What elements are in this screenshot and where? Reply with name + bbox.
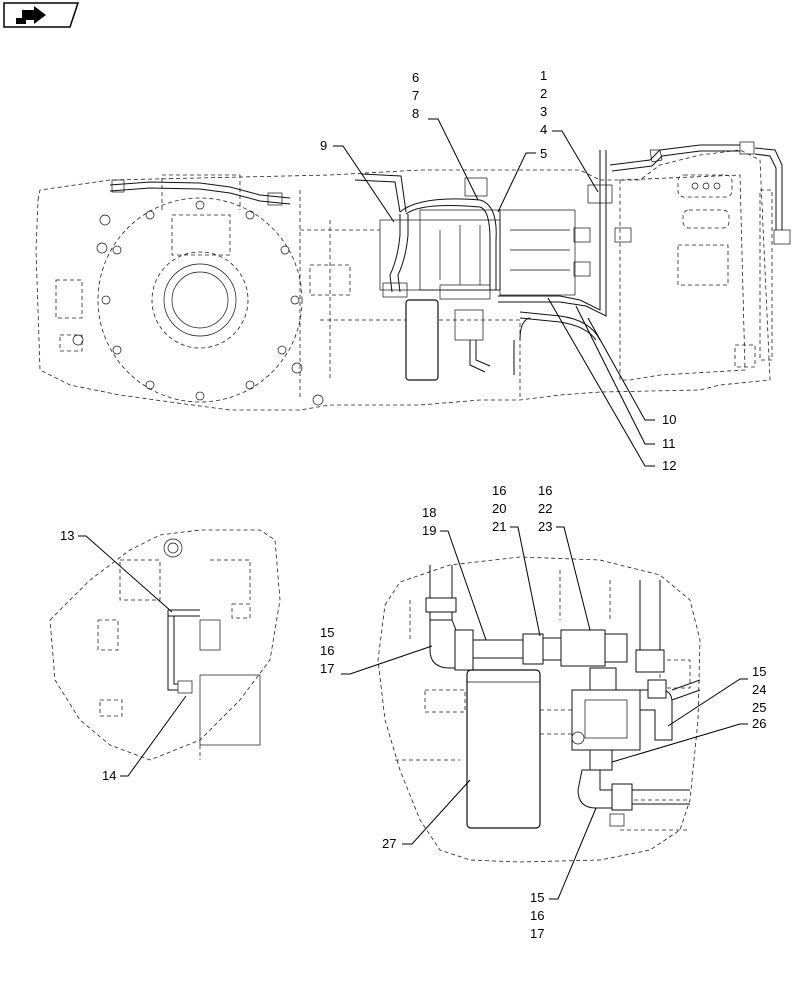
callout-15b: 15 xyxy=(752,664,766,679)
callout-8: 8 xyxy=(412,106,419,121)
callout-10: 10 xyxy=(662,412,676,427)
callout-7: 7 xyxy=(412,88,419,103)
callout-6: 6 xyxy=(412,70,419,85)
callout-17b: 17 xyxy=(530,926,544,941)
callout-16c: 16 xyxy=(320,643,334,658)
callout-12: 12 xyxy=(662,458,676,473)
callout-20: 20 xyxy=(492,501,506,516)
callout-14: 14 xyxy=(102,768,116,783)
callout-9: 9 xyxy=(320,138,327,153)
callout-23: 23 xyxy=(538,519,552,534)
callout-22: 22 xyxy=(538,501,552,516)
callout-24: 24 xyxy=(752,682,766,697)
callout-19: 19 xyxy=(422,523,436,538)
callout-2: 2 xyxy=(540,86,547,101)
callout-16b: 16 xyxy=(538,483,552,498)
oil-filter-detail xyxy=(466,669,541,829)
callout-25: 25 xyxy=(752,700,766,715)
callout-4: 4 xyxy=(540,122,547,137)
callout-26: 26 xyxy=(752,716,766,731)
detail-view-right xyxy=(377,556,701,863)
transmission-main-view xyxy=(35,141,791,411)
callout-27: 27 xyxy=(382,836,396,851)
flange-bolts xyxy=(72,200,324,406)
detail-view-left xyxy=(49,529,281,761)
oil-filter-main xyxy=(405,299,439,381)
callout-11: 11 xyxy=(662,436,676,451)
callout-21: 21 xyxy=(492,519,506,534)
callout-16a: 16 xyxy=(492,483,506,498)
callout-3: 3 xyxy=(540,104,547,119)
callout-15c: 15 xyxy=(530,890,544,905)
callouts: 6 7 8 1 2 3 4 5 9 10 11 12 13 14 16 20 2… xyxy=(60,68,766,941)
callout-18: 18 xyxy=(422,505,436,520)
callout-15a: 15 xyxy=(320,625,334,640)
flange xyxy=(97,197,303,403)
callout-16d: 16 xyxy=(530,908,544,923)
nav-button[interactable] xyxy=(3,2,80,28)
arrow-right-icon xyxy=(16,6,46,24)
callout-5: 5 xyxy=(540,146,547,161)
callout-13: 13 xyxy=(60,528,74,543)
callout-17a: 17 xyxy=(320,661,334,676)
callout-1: 1 xyxy=(540,68,547,83)
